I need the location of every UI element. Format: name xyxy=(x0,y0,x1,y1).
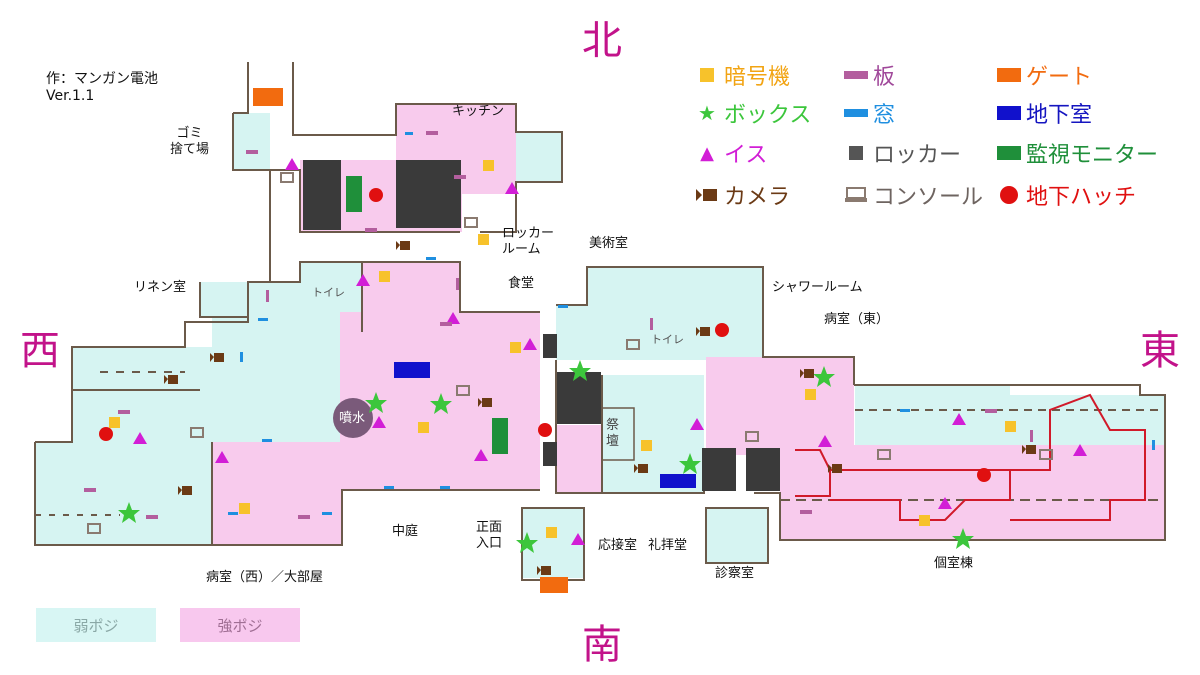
label-entrance: 正面 入口 xyxy=(476,520,503,551)
label-private-ward: 個室棟 xyxy=(934,556,974,571)
ciphers xyxy=(109,160,1016,538)
legend-basement: 地下室 xyxy=(996,100,1092,128)
gates xyxy=(253,88,568,593)
compass-east: 東 xyxy=(1140,328,1180,374)
strong-zones xyxy=(212,104,1165,545)
compass-west: 西 xyxy=(20,328,60,374)
fountain-circle xyxy=(333,398,373,438)
credit-version: Ver.1.1 xyxy=(46,88,95,104)
legend-box: ★ ボックス xyxy=(694,100,811,128)
compass-south: 南 xyxy=(582,622,622,668)
label-toilet-east: トイレ xyxy=(651,333,684,346)
label-chapel: 礼拝堂 xyxy=(648,538,688,553)
label-altar: 祭 壇 xyxy=(606,418,620,449)
basements xyxy=(394,362,696,488)
green-star-icon: ★ xyxy=(698,101,716,125)
boxes xyxy=(118,360,974,553)
credit-author: 作：マンガン電池 xyxy=(46,71,158,87)
console-icon xyxy=(843,182,869,208)
label-toilet-west: トイレ xyxy=(312,286,345,299)
locker-blocks xyxy=(303,160,780,491)
label-courtyard: 中庭 xyxy=(392,524,419,539)
dark-square-icon xyxy=(843,140,869,166)
label-reception: 応接室 xyxy=(598,538,638,553)
label-art-room: 美術室 xyxy=(589,236,629,251)
legend-locker: ロッカー xyxy=(843,140,961,168)
legend-hatch: 地下ハッチ xyxy=(996,182,1136,210)
label-clinic: 診察室 xyxy=(715,566,755,581)
label-garbage: ゴミ 捨て場 xyxy=(170,126,210,157)
green-rect-icon xyxy=(996,140,1022,166)
chairs xyxy=(133,158,1087,545)
hatches xyxy=(99,188,991,482)
legend-pallet: 板 xyxy=(843,62,895,90)
label-fountain: 噴水 xyxy=(339,411,366,426)
legend-camera: カメラ xyxy=(694,182,790,210)
legend-cipher: 暗号機 xyxy=(694,62,790,90)
weak-zones xyxy=(35,113,1165,578)
altar-box xyxy=(601,407,635,461)
legend-window: 窓 xyxy=(843,100,895,128)
orange-rect-icon xyxy=(996,62,1022,88)
label-ward-east: 病室（東） xyxy=(824,312,890,327)
label-dining: 食堂 xyxy=(508,276,535,291)
legend-gate: ゲート xyxy=(996,62,1092,90)
monitors xyxy=(346,176,508,454)
magenta-triangle-icon: ▲ xyxy=(700,142,714,164)
legend-console: コンソール xyxy=(843,182,983,210)
legend-monitor: 監視モニター xyxy=(996,140,1158,168)
blue-bar-icon xyxy=(843,100,869,126)
compass-north: 北 xyxy=(582,18,622,64)
camera-icon xyxy=(694,182,720,208)
pallets xyxy=(84,131,1033,519)
label-linen: リネン室 xyxy=(134,280,187,295)
consoles xyxy=(87,172,1053,534)
label-shower: シャワールーム xyxy=(772,280,863,295)
red-dot-icon xyxy=(996,182,1022,208)
label-kitchen: キッチン xyxy=(452,104,505,119)
yellow-square-icon xyxy=(694,62,720,88)
cameras xyxy=(164,241,1036,575)
navy-rect-icon xyxy=(996,100,1022,126)
strong-position-key: 強ポジ xyxy=(180,608,300,642)
windows xyxy=(228,132,1155,515)
legend-chair: ▲ イス xyxy=(694,140,767,169)
label-ward-west: 病室（西）／大部屋 xyxy=(206,570,324,585)
weak-position-key: 弱ポジ xyxy=(36,608,156,642)
pink-bar-icon xyxy=(843,62,869,88)
label-locker-room: ロッカー ルーム xyxy=(502,226,555,257)
